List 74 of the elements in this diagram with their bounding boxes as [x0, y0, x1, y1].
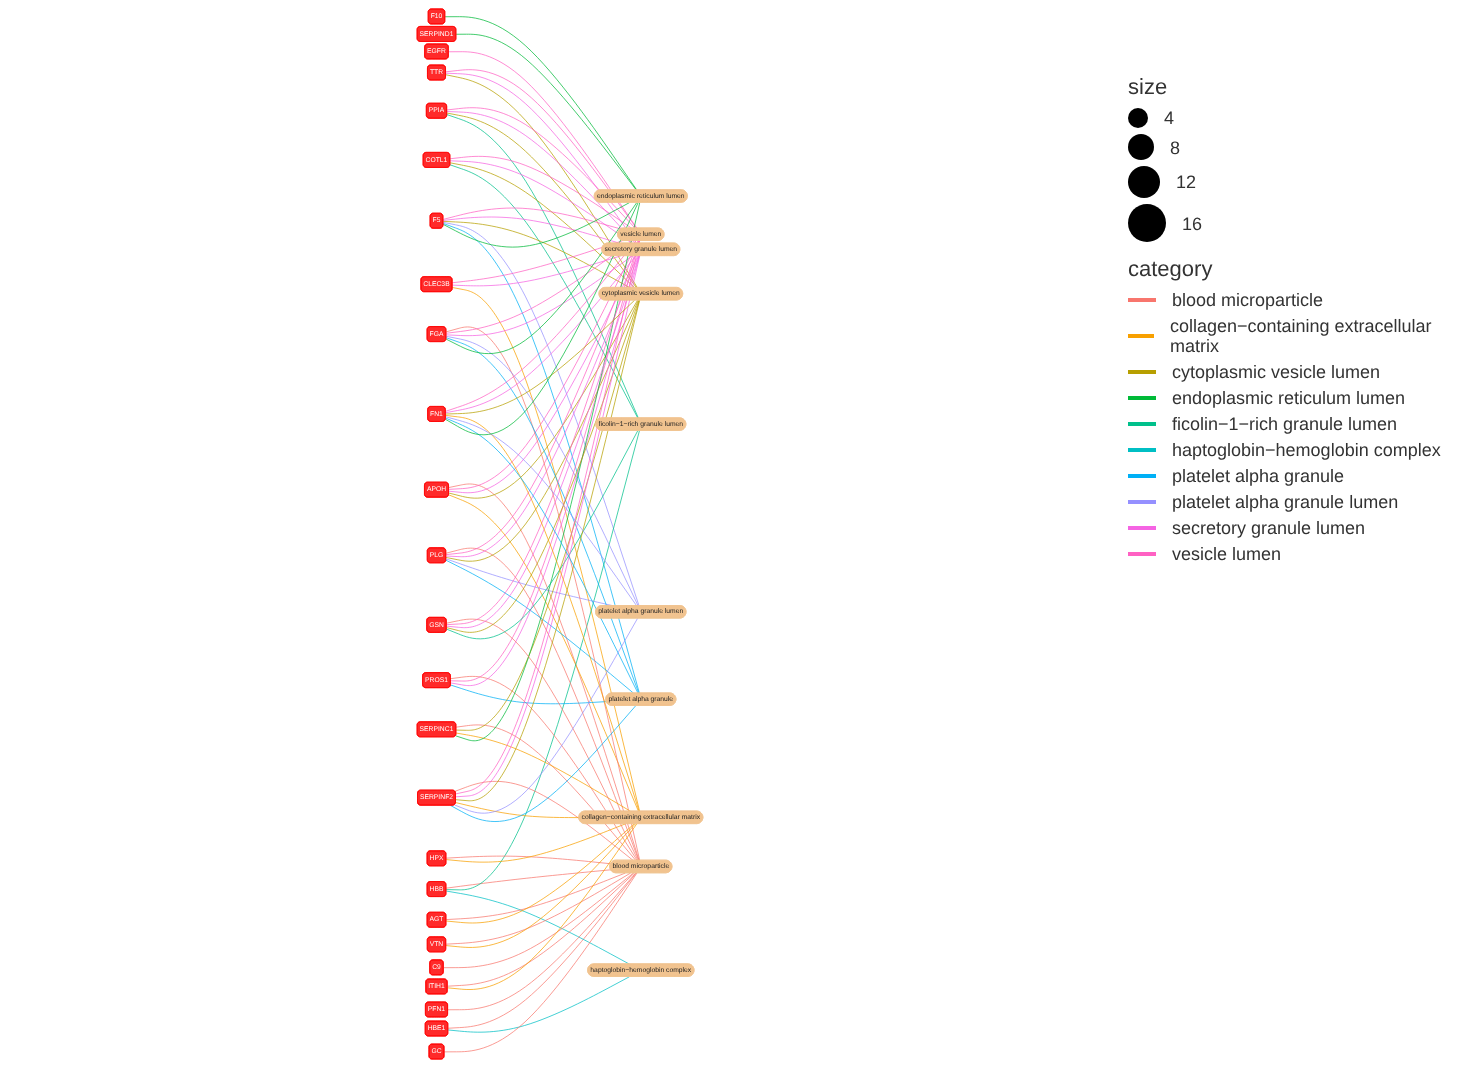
- connector: [445, 890, 630, 965]
- connector: [445, 547, 640, 861]
- connector: [447, 823, 638, 990]
- connector: [446, 112, 637, 289]
- connector: [454, 618, 638, 814]
- connector: [455, 802, 580, 818]
- legend-label: 12: [1176, 172, 1197, 192]
- legend-label: secretory granule lumen: [1172, 518, 1366, 538]
- connector: [446, 430, 639, 640]
- connector: [446, 618, 639, 861]
- connector: [445, 558, 614, 607]
- connector: [442, 221, 631, 289]
- connector: [445, 416, 638, 607]
- connector: [445, 202, 639, 436]
- connector: [445, 337, 640, 694]
- connector: [449, 160, 633, 244]
- connector: [445, 326, 641, 861]
- legend-title: size: [1128, 76, 1170, 100]
- legend-label: vesicle lumen: [1172, 544, 1282, 564]
- legend-label: 8: [1170, 137, 1181, 157]
- connector: [449, 162, 635, 289]
- connector: [448, 494, 639, 812]
- connector: [445, 299, 639, 562]
- connector: [445, 872, 626, 920]
- connector: [455, 724, 637, 861]
- legend-label: ficolin−1−rich granule lumen: [1172, 414, 1398, 434]
- connector: [448, 299, 638, 499]
- connector: [450, 676, 638, 861]
- legend-label: 4: [1164, 108, 1175, 128]
- connector: [442, 207, 622, 230]
- connector: [449, 156, 633, 229]
- connector: [445, 299, 635, 415]
- connector: [445, 430, 640, 891]
- connector: [445, 255, 633, 337]
- connector: [445, 415, 640, 812]
- connector: [446, 114, 639, 419]
- connector: [445, 823, 626, 863]
- connector: [445, 869, 612, 889]
- connector: [445, 823, 635, 924]
- connector: [452, 255, 622, 287]
- legend-label: endoplasmic reticulum lumen: [1172, 388, 1406, 408]
- legend-title: category: [1128, 258, 1215, 282]
- connector: [445, 335, 639, 607]
- connector: [444, 16, 638, 191]
- connector: [445, 240, 633, 334]
- connector: [452, 240, 624, 284]
- legend-label: blood microparticle: [1172, 290, 1324, 310]
- legend-label: 16: [1182, 213, 1203, 233]
- legend-label: haptoglobin−hemoglobin complex: [1172, 440, 1441, 460]
- connector: [449, 164, 639, 419]
- connector: [445, 823, 636, 948]
- connector: [443, 872, 638, 1053]
- connector: [442, 202, 630, 248]
- connector: [447, 976, 630, 1033]
- connector: [443, 872, 634, 969]
- legend-label: platelet alpha granule: [1172, 466, 1345, 486]
- connector: [447, 872, 635, 987]
- legend-label: cytoplasmic vesicle lumen: [1172, 362, 1381, 382]
- connector: [455, 732, 631, 812]
- connector: [445, 417, 639, 694]
- connector: [450, 705, 637, 822]
- connector: [455, 33, 637, 191]
- connector: [445, 202, 638, 354]
- connector: [445, 855, 612, 865]
- connector: [450, 684, 607, 705]
- legend-label: platelet alpha granule lumen: [1172, 492, 1399, 512]
- legend-label: collagen−containing extracellular matrix: [1169, 316, 1434, 356]
- connector: [445, 872, 631, 945]
- connector: [445, 559, 634, 694]
- connector: [442, 216, 621, 244]
- connector: [455, 202, 641, 742]
- connector: [445, 74, 638, 289]
- connector: [454, 781, 634, 861]
- connector: [448, 483, 640, 861]
